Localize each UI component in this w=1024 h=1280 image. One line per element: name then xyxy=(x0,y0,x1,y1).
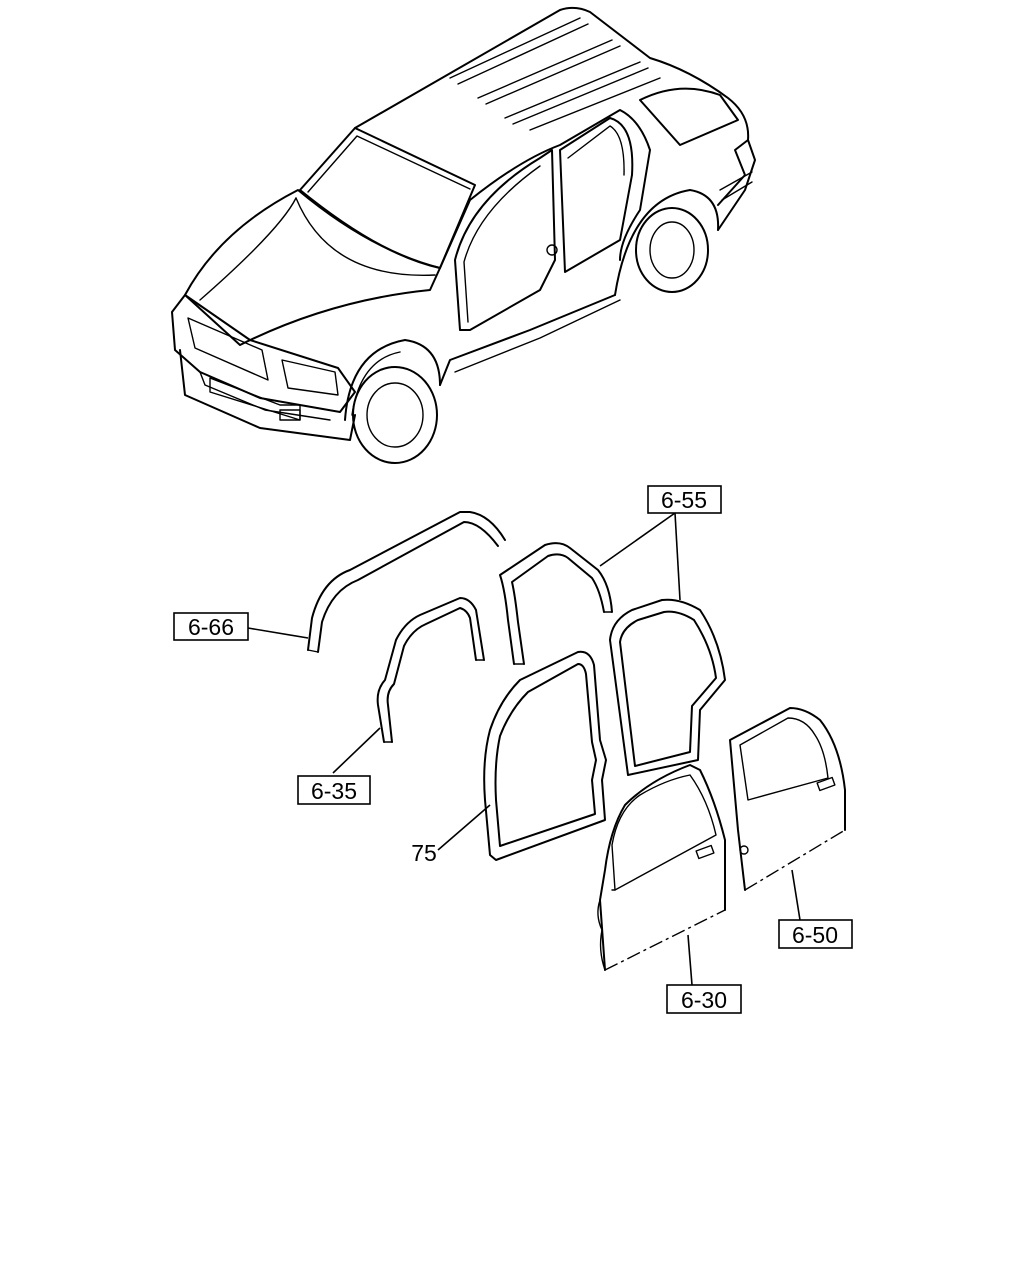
rear-door-shell xyxy=(729,707,846,891)
callout-6-50-text: 6-50 xyxy=(792,922,838,948)
callout-6-30: 6-30 xyxy=(666,984,742,1014)
rear-door-molding xyxy=(499,542,613,665)
callout-6-35-text: 6-35 xyxy=(311,778,357,804)
callout-6-66: 6-66 xyxy=(173,612,249,641)
leader-6-55-a xyxy=(599,512,676,567)
leader-6-30 xyxy=(687,934,693,986)
leader-6-35 xyxy=(332,727,381,774)
callout-6-66-text: 6-66 xyxy=(188,614,234,640)
leader-75 xyxy=(437,804,491,851)
front-door-weatherstrip xyxy=(483,650,607,861)
roof-side-molding xyxy=(307,511,506,653)
callout-6-50: 6-50 xyxy=(778,919,853,949)
leader-6-66 xyxy=(247,627,309,639)
vehicle-illustration xyxy=(171,6,756,464)
front-door-shell xyxy=(597,764,726,971)
callout-75: 75 xyxy=(411,840,437,866)
callout-6-55-text: 6-55 xyxy=(661,487,707,513)
callout-6-55: 6-55 xyxy=(647,485,722,514)
leader-6-55-b xyxy=(674,512,681,601)
callout-75-text: 75 xyxy=(411,840,437,866)
callout-6-35: 6-35 xyxy=(297,775,371,805)
front-door-molding xyxy=(376,597,485,743)
leader-6-50 xyxy=(791,869,801,921)
callout-6-30-text: 6-30 xyxy=(681,987,727,1013)
rear-door-weatherstrip xyxy=(609,598,726,776)
